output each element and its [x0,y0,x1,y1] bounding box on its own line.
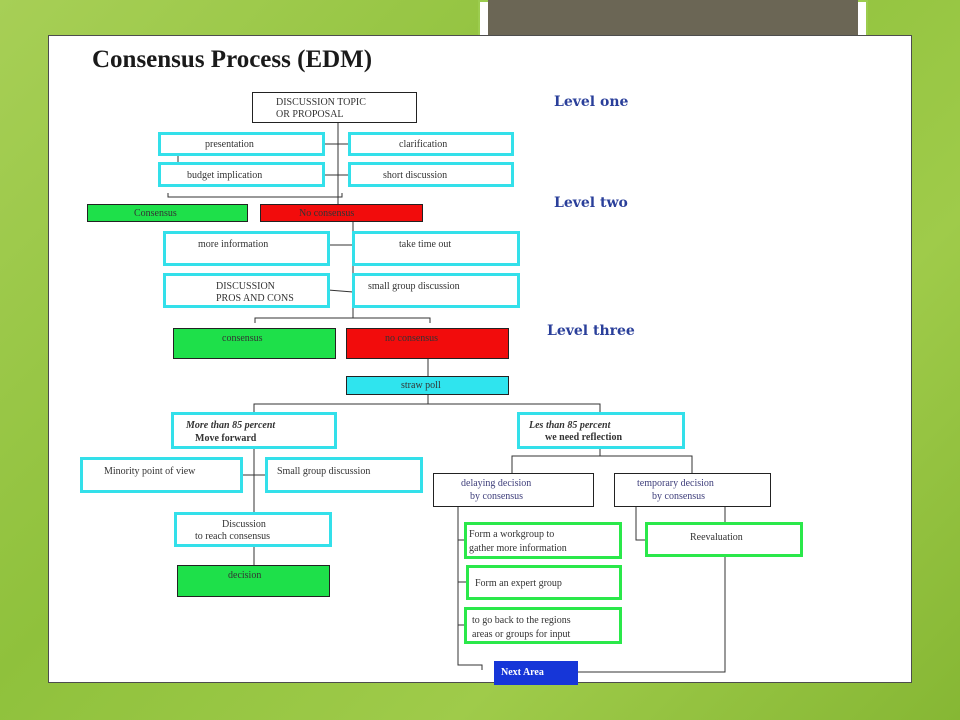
consensus-box-level-three: consensus [173,328,336,359]
decision-label: decision [228,570,262,581]
no-consensus-box-level-two: No consensus [260,204,423,222]
discussion-reach-consensus-line1: Discussion [222,519,266,530]
decision-box: decision [177,565,330,597]
short-discussion-label: short discussion [383,170,448,181]
minority-point-of-view-box: Minority point of view [80,457,243,493]
delaying-decision-line1: delaying decision [461,478,532,489]
no-consensus-box-level-three: no consensus [346,328,509,359]
more-than-85-line2: Move forward [195,433,257,444]
slide-title: Consensus Process (EDM) [92,46,373,73]
budget-implication-label: budget implication [187,170,263,181]
next-area-label: Next Area [501,667,544,678]
more-information-box: more information [163,231,330,266]
form-expert-group-box: Form an expert group [466,565,622,600]
go-back-to-regions-line2: areas or groups for input [472,629,571,640]
pros-and-cons-line1: DISCUSSION [216,281,275,292]
small-group-discussion-box-level-two: small group discussion [352,273,520,308]
temporary-decision-line2: by consensus [652,491,706,502]
consensus-label-level-three: consensus [222,333,263,344]
presentation-box: presentation [158,132,325,156]
form-expert-group-label: Form an expert group [475,578,562,589]
level-one-label: Level one [554,94,629,110]
reevaluation-box: Reevaluation [645,522,803,557]
consensus-box-level-two: Consensus [87,204,248,222]
more-than-85-box: More than 85 percent Move forward [171,412,337,449]
pros-and-cons-box: DISCUSSION PROS AND CONS [163,273,330,308]
discussion-reach-consensus-line2: to reach consensus [195,531,270,542]
delaying-decision-line2: by consensus [470,491,524,502]
take-time-out-label: take time out [399,239,452,250]
reevaluation-label: Reevaluation [690,532,743,543]
presentation-label: presentation [205,139,254,150]
discussion-topic-line2: OR PROPOSAL [276,109,344,120]
straw-poll-label: straw poll [401,380,441,391]
small-group-discussion-label-level-three: Small group discussion [277,466,371,477]
level-three-label: Level three [547,323,635,339]
form-workgroup-box: Form a workgroup to gather more informat… [464,522,622,559]
take-time-out-box: take time out [352,231,520,266]
form-workgroup-line2: gather more information [469,543,567,554]
discussion-reach-consensus-box: Discussion to reach consensus [174,512,332,547]
short-discussion-box: short discussion [348,162,514,187]
go-back-to-regions-box: to go back to the regions areas or group… [464,607,622,644]
no-consensus-label-level-two: No consensus [299,208,355,219]
budget-implication-box: budget implication [158,162,325,187]
go-back-to-regions-line1: to go back to the regions [472,615,571,626]
less-than-85-line1: Les than 85 percent [529,420,611,431]
less-than-85-box: Les than 85 percent we need reflection [517,412,685,449]
clarification-label: clarification [399,139,448,150]
next-area-box: Next Area [494,661,578,685]
temporary-decision-line1: temporary decision [637,478,714,489]
consensus-label-level-two: Consensus [134,208,177,219]
level-two-label: Level two [554,195,628,211]
small-group-discussion-box-level-three: Small group discussion [265,457,423,493]
pros-and-cons-line2: PROS AND CONS [216,293,294,304]
more-information-label: more information [198,239,269,250]
discussion-topic-line1: DISCUSSION TOPIC [276,97,366,108]
form-workgroup-line1: Form a workgroup to [469,529,555,540]
clarification-box: clarification [348,132,514,156]
small-group-discussion-label-level-two: small group discussion [368,281,460,292]
minority-point-of-view-label: Minority point of view [104,466,196,477]
more-than-85-line1: More than 85 percent [186,420,276,431]
straw-poll-box: straw poll [346,376,509,395]
less-than-85-line2: we need reflection [545,432,623,443]
temporary-decision-box: temporary decision by consensus [614,473,771,507]
no-consensus-label-level-three: no consensus [385,333,439,344]
discussion-topic-box: DISCUSSION TOPIC OR PROPOSAL [252,92,417,123]
delaying-decision-box: delaying decision by consensus [433,473,594,507]
